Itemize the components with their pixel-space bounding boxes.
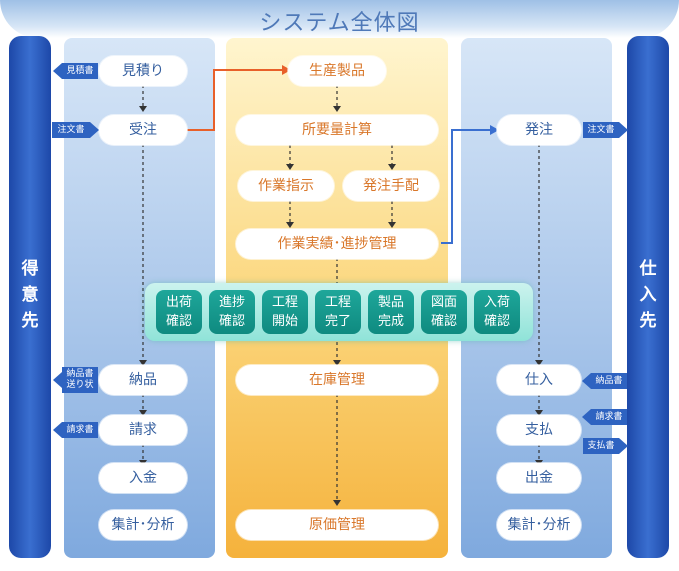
arrow-left-icon <box>53 372 62 388</box>
title-bar <box>0 0 679 38</box>
arrow-right-icon <box>619 122 628 138</box>
payment-step: 支払 <box>497 415 581 445</box>
purchase-order-doc-tag: 注文書 <box>583 122 619 138</box>
progress-management-step: 作業実績･進捗管理 <box>236 229 438 259</box>
purchase-analysis-step: 集計･分析 <box>497 510 581 540</box>
payout-step: 出金 <box>497 463 581 493</box>
supplier-bar <box>627 36 669 558</box>
cost-management-step: 原価管理 <box>236 510 438 540</box>
sales-analysis-step: 集計･分析 <box>99 510 187 540</box>
drawing-check: 図面確認 <box>421 290 467 334</box>
payment-doc-tag: 支払書 <box>583 438 619 454</box>
production-item-step: 生産製品 <box>288 56 386 86</box>
arrow-left-icon <box>582 373 591 389</box>
estimate-step: 見積り <box>99 56 187 86</box>
purchase-order-step: 発注 <box>497 115 581 145</box>
work-order-step: 作業指示 <box>238 171 334 201</box>
page-title: システム全体図 <box>259 11 420 36</box>
receipt-doc-tag: 納品書 <box>591 373 627 389</box>
arrival-check: 入荷確認 <box>474 290 520 334</box>
shipment-check: 出荷確認 <box>156 290 202 334</box>
customer-label: 得意先 <box>21 259 39 331</box>
supplier-label: 仕入先 <box>639 259 657 331</box>
progress-check: 進捗確認 <box>209 290 255 334</box>
estimate-doc-tag: 見積書 <box>62 63 98 79</box>
arrow-left-icon <box>582 409 591 425</box>
invoice-doc-tag: 請求書 <box>62 422 98 438</box>
order-received-step: 受注 <box>99 115 187 145</box>
payment-received-step: 入金 <box>99 463 187 493</box>
arrow-right-icon <box>619 438 628 454</box>
customer-bar <box>9 36 51 558</box>
process-start: 工程開始 <box>262 290 308 334</box>
product-complete: 製品完成 <box>368 290 414 334</box>
requirement-calc-step: 所要量計算 <box>236 115 438 145</box>
inventory-management-step: 在庫管理 <box>236 365 438 395</box>
arrow-left-icon <box>53 63 62 79</box>
arrow-left-icon <box>53 422 62 438</box>
delivery-doc-tag: 納品書送り状 <box>62 367 98 393</box>
process-complete: 工程完了 <box>315 290 361 334</box>
order-doc-tag: 注文書 <box>52 122 90 138</box>
purchase-receipt-step: 仕入 <box>497 365 581 395</box>
supplier-invoice-tag: 請求書 <box>591 409 627 425</box>
arrow-right-icon <box>90 122 99 138</box>
delivery-step: 納品 <box>99 365 187 395</box>
purchase-arrange-step: 発注手配 <box>343 171 439 201</box>
billing-step: 請求 <box>99 415 187 445</box>
